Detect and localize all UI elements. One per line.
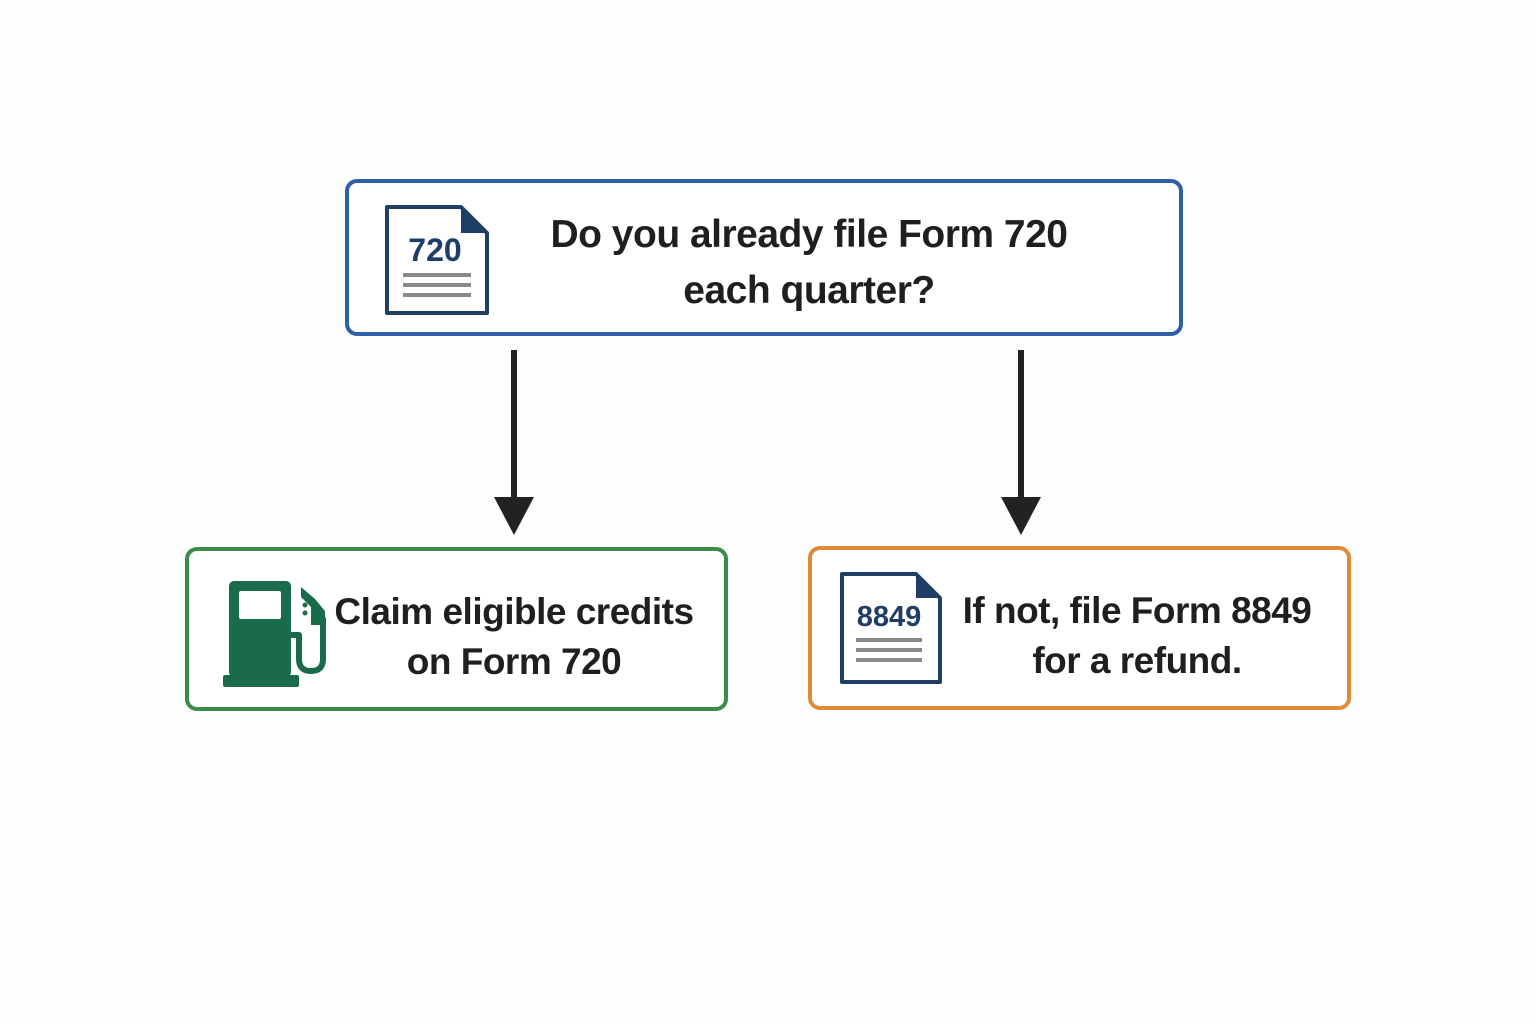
form-8849-icon-label: 8849: [857, 601, 922, 633]
form-8849-document-icon: 8849: [840, 572, 942, 684]
yes-branch-text: Claim eligible credits on Form 720: [319, 587, 709, 687]
yes-branch-node: Claim eligible credits on Form 720: [185, 547, 728, 711]
fuel-pump-icon: [223, 581, 326, 687]
yes-branch-line-2: on Form 720: [406, 641, 622, 682]
no-branch-node: 8849 If not, file Form 8849 for a refund…: [808, 546, 1351, 710]
no-branch-text: If not, file Form 8849 for a refund.: [942, 586, 1332, 686]
question-node: 720 Do you already file Form 720 each qu…: [345, 179, 1183, 336]
form-720-icon-label: 720: [408, 232, 461, 268]
arrow-to-no-branch: [1001, 350, 1041, 535]
arrow-to-yes-branch: [494, 350, 534, 535]
no-branch-line-1: If not, file Form 8849: [962, 590, 1312, 631]
form-720-document-icon: 720: [385, 205, 489, 315]
question-text: Do you already file Form 720 each quarte…: [489, 207, 1129, 319]
yes-branch-line-1: Claim eligible credits: [334, 591, 694, 632]
question-line-2: each quarter?: [683, 269, 935, 312]
question-line-1: Do you already file Form 720: [550, 213, 1068, 256]
no-branch-line-2: for a refund.: [1032, 640, 1242, 681]
